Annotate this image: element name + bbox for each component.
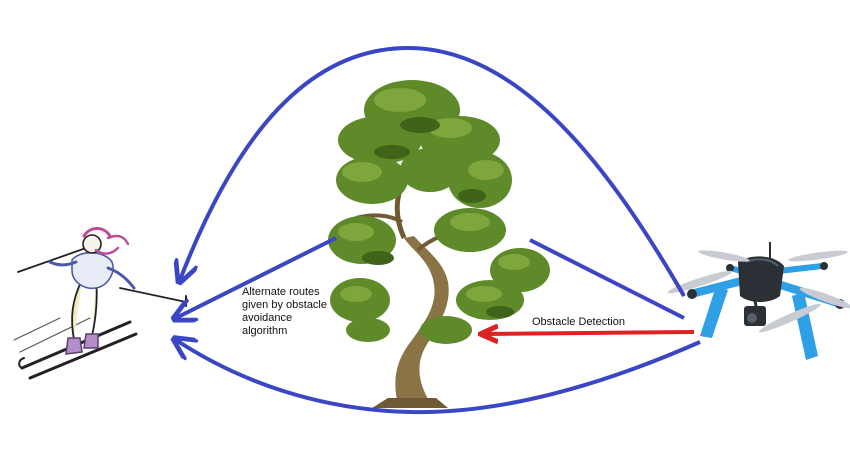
route-middle-arrow — [176, 236, 685, 318]
alternate-routes-label: Alternate routes given by obstacle avoid… — [242, 286, 327, 337]
route-over-arrow — [180, 45, 686, 298]
obstacle-detection-label: Obstacle Detection — [532, 316, 625, 328]
alternate-route-arrows — [176, 45, 701, 415]
obstacle-detection-arrow — [484, 332, 695, 334]
skier-icon — [13, 227, 187, 380]
tree-icon — [328, 80, 550, 408]
route-under-arrow — [176, 340, 701, 415]
drone-icon — [667, 242, 850, 360]
